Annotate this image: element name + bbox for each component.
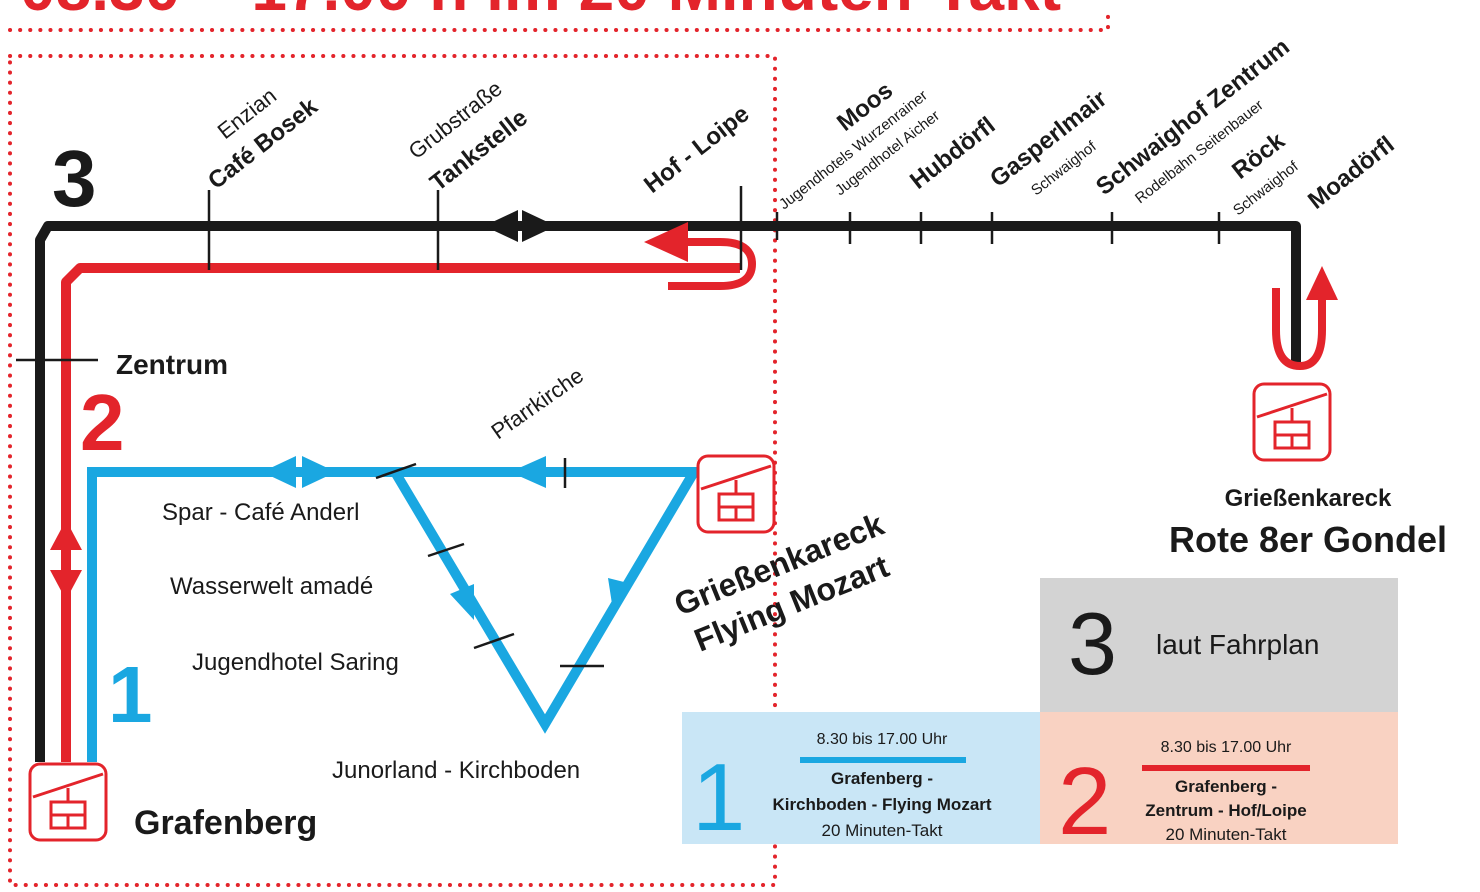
stop-label-zentrum: Zentrum (116, 349, 228, 380)
legend-line-2-box (1040, 712, 1398, 844)
line-2-number: 2 (80, 378, 125, 467)
legend-line-3-text: laut Fahrplan (1156, 629, 1319, 660)
legend-line-2-interval: 20 Minuten-Takt (1166, 825, 1287, 844)
line-1-number: 1 (108, 650, 153, 739)
line-3-uturn (1272, 288, 1326, 371)
legend-line-1-route-1: Grafenberg - (831, 769, 933, 788)
stop-ticks (16, 186, 1221, 668)
line-3-route (35, 221, 1301, 762)
stop-label-juniorland: Junorland - Kirchboden (332, 757, 580, 784)
stop-label-spar-cafe-anderl: Spar - Café Anderl (162, 499, 359, 526)
line-3-number: 3 (52, 134, 97, 223)
legend-line-1-interval: 20 Minuten-Takt (822, 821, 943, 840)
legend-line-1-route-2: Kirchboden - Flying Mozart (772, 795, 991, 814)
legend-line-2-number: 2 (1058, 748, 1111, 855)
legend-line-2-route-1: Grafenberg - (1175, 777, 1277, 796)
legend-line-3-number: 3 (1068, 594, 1117, 693)
stop-label-grafenberg: Grafenberg (134, 804, 317, 842)
stop-label-jugendhotel-saring: Jugendhotel Saring (192, 649, 399, 676)
gondola-icon (28, 762, 108, 842)
legend-line-1-number: 1 (692, 744, 745, 851)
gondola-icon (1252, 382, 1332, 462)
line-3-direction-arrows (484, 210, 556, 242)
line-2-uturn (668, 238, 757, 290)
page-title: 08.30 – 17.00 h im 20 Minuten-Takt (20, 0, 1061, 24)
dotted-frame (8, 6, 1110, 887)
legend-line-2-route-2: Zentrum - Hof/Loipe (1145, 801, 1306, 820)
legend-line-3-box (1040, 578, 1398, 712)
stop-label-moadoerfl: Moadörfl (1303, 131, 1399, 215)
legend-line-1-time: 8.30 bis 17.00 Uhr (817, 731, 948, 748)
stop-label-schwaighof-zentrum: Schwaighof Zentrum (1091, 33, 1295, 200)
line-2-uturn-arrow (644, 222, 688, 262)
stop-label-pfarrkirche: Pfarrkirche (487, 363, 588, 444)
station-label-rote-gondel-line2: Rote 8er Gondel (1169, 519, 1447, 560)
stop-label-hof-loipe: Hof - Loipe (639, 100, 754, 198)
stop-label-wasserwelt: Wasserwelt amadé (170, 573, 373, 600)
line-1-direction-arrows (262, 456, 632, 620)
legend-line-2-time: 8.30 bis 17.00 Uhr (1161, 739, 1292, 756)
station-label-rote-gondel-line1: Grießenkareck (1225, 485, 1392, 512)
gondola-icon (696, 454, 776, 534)
line-2-direction-arrows (50, 520, 82, 600)
legend-line-1-box (682, 712, 1040, 844)
line-3-uturn-arrow (1306, 266, 1338, 300)
